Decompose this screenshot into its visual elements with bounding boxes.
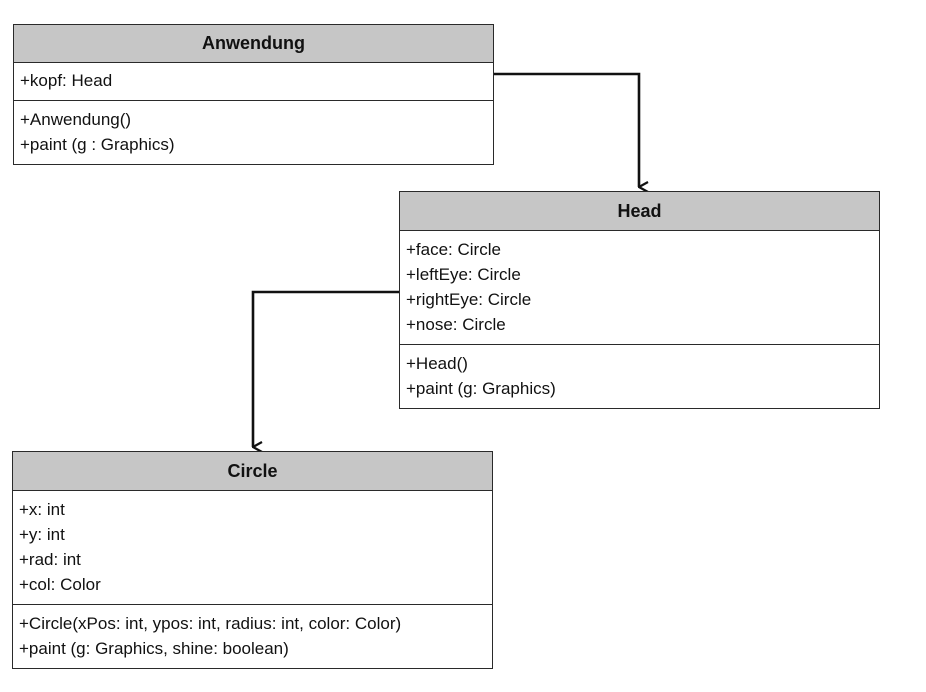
class-head-methods: +Head() +paint (g: Graphics) — [400, 345, 879, 407]
class-circle-attributes: +x: int +y: int +rad: int +col: Color — [13, 491, 492, 605]
method: +Anwendung() — [20, 110, 132, 129]
class-head-title: Head — [400, 192, 879, 231]
attribute: +nose: Circle — [406, 315, 506, 334]
class-anwendung-methods: +Anwendung() +paint (g : Graphics) — [14, 101, 493, 163]
class-head-attributes: +face: Circle +leftEye: Circle +rightEye… — [400, 231, 879, 345]
association-anwendung-head — [493, 72, 639, 187]
attribute: +face: Circle — [406, 240, 501, 259]
class-anwendung-title: Anwendung — [14, 25, 493, 63]
class-circle-title: Circle — [13, 452, 492, 491]
class-circle-name: Circle — [227, 460, 278, 481]
class-circle: Circle +x: int +y: int +rad: int +col: C… — [12, 451, 493, 669]
attribute: +kopf: Head — [20, 71, 113, 90]
class-anwendung: Anwendung +kopf: Head +Anwendung() +pain… — [13, 24, 494, 165]
class-anwendung-attributes: +kopf: Head — [14, 63, 493, 101]
attribute: +rightEye: Circle — [406, 290, 532, 309]
attribute: +col: Color — [19, 575, 101, 594]
class-anwendung-name: Anwendung — [202, 33, 305, 53]
method: +Circle(xPos: int, ypos: int, radius: in… — [19, 614, 402, 633]
association-head-circle — [251, 290, 399, 447]
attribute: +leftEye: Circle — [406, 265, 521, 284]
method: +paint (g: Graphics, shine: boolean) — [19, 639, 289, 658]
class-head: Head +face: Circle +leftEye: Circle +rig… — [399, 191, 880, 409]
class-circle-methods: +Circle(xPos: int, ypos: int, radius: in… — [13, 605, 492, 667]
attribute: +rad: int — [19, 550, 81, 569]
attribute: +y: int — [19, 525, 65, 544]
method: +paint (g : Graphics) — [20, 135, 175, 154]
method: +Head() — [406, 354, 468, 373]
class-head-name: Head — [617, 200, 662, 221]
attribute: +x: int — [19, 500, 65, 519]
method: +paint (g: Graphics) — [406, 379, 556, 398]
